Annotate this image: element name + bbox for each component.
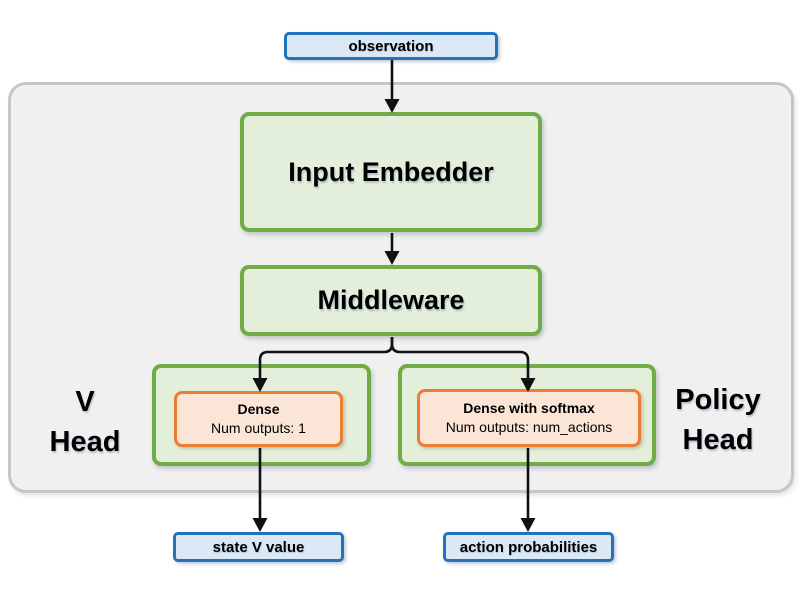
policy-head-label: Policy Head [650,380,786,460]
policy-head-dense-layer: Dense with softmax Num outputs: num_acti… [417,389,641,447]
middleware-node: Middleware [240,265,542,336]
observation-label: observation [348,37,434,55]
policy-dense-subtitle: Num outputs: num_actions [445,419,613,435]
v-dense-subtitle: Num outputs: 1 [211,420,306,436]
action-probabilities-label: action probabilities [459,538,598,556]
v-head-label: V Head [25,382,145,462]
observation-node: observation [284,32,498,60]
action-probabilities-node: action probabilities [443,532,614,562]
v-head-label-line2: Head [49,426,121,458]
state-v-value-label: state V value [212,538,305,556]
middleware-label: Middleware [317,285,465,315]
policy-head-label-line1: Policy [675,384,761,416]
v-head-dense-layer: Dense Num outputs: 1 [174,391,343,447]
state-v-value-node: state V value [173,532,344,562]
input-embedder-node: Input Embedder [240,112,542,232]
input-embedder-label: Input Embedder [288,156,494,187]
v-dense-title: Dense [237,401,280,418]
policy-head-label-line2: Head [682,424,754,456]
v-head-label-line1: V [75,386,95,418]
policy-dense-title: Dense with softmax [463,400,595,417]
